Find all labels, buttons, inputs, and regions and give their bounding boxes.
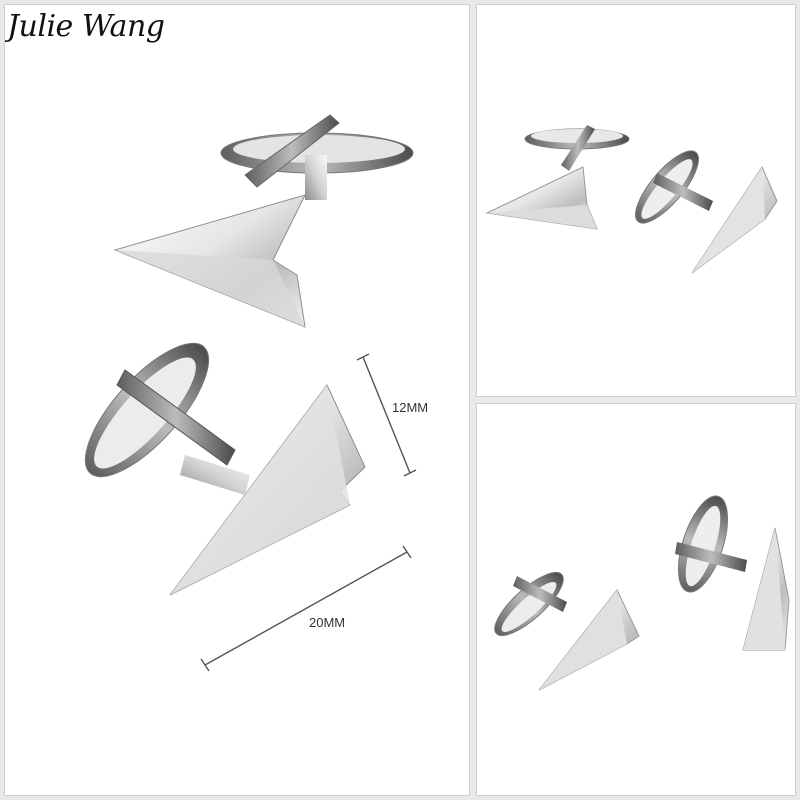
main-product-panel: Julie Wang bbox=[4, 4, 470, 796]
cufflink-top bbox=[113, 114, 414, 328]
detail-panel-top bbox=[476, 4, 796, 397]
cufflink-angle-left bbox=[494, 572, 640, 691]
cufflink-bottom bbox=[84, 342, 366, 596]
detail-photo-top bbox=[485, 125, 778, 274]
cufflink-pair-right bbox=[635, 150, 778, 274]
cufflink-pair-left bbox=[485, 125, 630, 230]
cufflink-angle-right bbox=[675, 495, 790, 651]
width-label: 20MM bbox=[309, 615, 346, 630]
main-photo bbox=[84, 114, 417, 672]
height-label: 12MM bbox=[392, 400, 429, 415]
detail-panel-bottom bbox=[476, 403, 796, 796]
brand-logo: Julie Wang bbox=[7, 9, 165, 44]
dimension-width bbox=[200, 545, 412, 672]
dimension-height bbox=[356, 353, 417, 477]
detail-photo-bottom bbox=[494, 495, 790, 691]
